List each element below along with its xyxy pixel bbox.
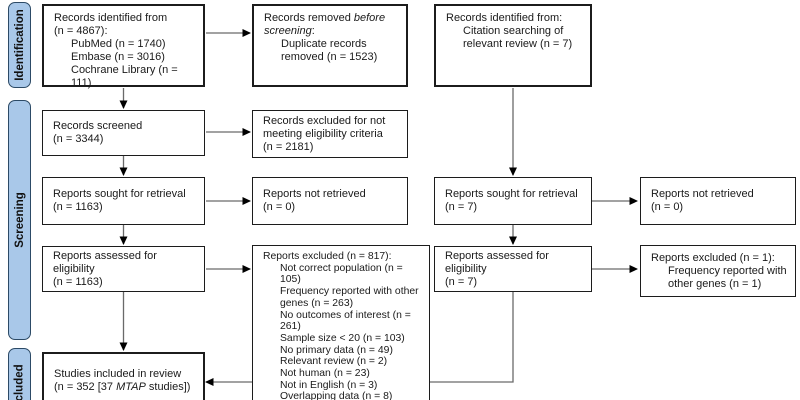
phase-label-included: Included [13, 364, 26, 400]
box-records-identified-citation: Records identified from: Citation search… [434, 4, 592, 87]
box-reports-not-retrieved-citation: Reports not retrieved (n = 0) [640, 177, 796, 225]
box-reports-excluded-citation: Reports excluded (n = 1): Frequency repo… [640, 245, 796, 297]
box-text: (n = 3344) [53, 133, 104, 145]
box-records-removed: Records removed before screening: Duplic… [252, 4, 408, 87]
phase-bar-identification: Identification [8, 2, 31, 88]
box-text: No outcomes of interest (n = 261) [280, 309, 411, 333]
box-text: Records screened [53, 120, 143, 132]
box-text: (n = 7) [445, 275, 478, 288]
phase-label-identification: Identification [13, 9, 26, 81]
box-text: Records identified from [54, 12, 168, 24]
box-text: Sample size < 20 (n = 103) [280, 332, 405, 344]
phase-bar-screening: Screening [8, 100, 31, 340]
box-reports-assessed-databases: Reports assessed for eligibility (n = 11… [42, 246, 205, 292]
phase-label-screening: Screening [13, 192, 26, 248]
box-reports-sought-citation: Reports sought for retrieval (n = 7) [434, 177, 592, 225]
box-text: (n = 2181) [263, 140, 314, 153]
box-records-excluded: Records excluded for not meeting eligibi… [252, 110, 408, 158]
box-text: Reports not retrieved [263, 188, 366, 200]
box-text: Reports excluded (n = 1): [651, 252, 775, 264]
box-text: Reports assessed for eligibility [445, 249, 549, 275]
box-text: (n = 0) [263, 201, 296, 213]
box-text: (n = 352 [37 MTAP studies]) [54, 381, 191, 393]
box-text: Cochrane Library (n = 111) [71, 64, 178, 89]
box-text: Reports excluded (n = 817): [263, 251, 392, 262]
box-text: Overlapping data (n = 8) [280, 391, 393, 400]
box-text: (n = 1163) [53, 275, 103, 288]
box-text: PubMed (n = 1740) [71, 38, 166, 50]
box-text: Reports assessed for eligibility [53, 249, 157, 275]
box-text: Reports not retrieved [651, 188, 754, 200]
box-text: Embase (n = 3016) [71, 51, 165, 63]
box-text: No primary data (n = 49) [280, 344, 393, 356]
box-text: Reports sought for retrieval [53, 188, 186, 200]
box-text: Not in English (n = 3) [280, 379, 378, 391]
box-text: Not human (n = 23) [280, 368, 370, 380]
box-text: Not correct population (n = 105) [280, 262, 403, 286]
box-records-identified-databases: Records identified from (n = 4867): PubM… [42, 4, 205, 89]
box-reports-sought-databases: Reports sought for retrieval (n = 1163) [42, 177, 205, 225]
box-text: Frequency reported with other genes (n =… [668, 265, 787, 290]
box-text: Studies included in review [54, 368, 182, 380]
box-text: (n = 1163) [53, 201, 103, 213]
box-text: (n = 4867): [54, 25, 108, 37]
box-text: Citation searching of relevant review (n… [463, 25, 573, 50]
phase-bar-included: Included [8, 348, 31, 400]
box-text: (n = 7) [445, 201, 478, 213]
box-text: Frequency reported with other genes (n =… [280, 286, 419, 309]
box-text: Duplicate records removed (n = 1523) [281, 38, 378, 63]
box-text: Records removed before screening: [264, 12, 386, 37]
box-text: (n = 0) [651, 201, 684, 213]
box-text: Records identified from: [446, 12, 563, 24]
box-text: Reports sought for retrieval [445, 188, 578, 200]
box-text: Relevant review (n = 2) [280, 356, 388, 368]
box-reports-assessed-citation: Reports assessed for eligibility (n = 7) [434, 246, 592, 292]
box-records-screened: Records screened (n = 3344) [42, 110, 205, 156]
box-reports-not-retrieved-databases: Reports not retrieved (n = 0) [252, 177, 408, 225]
box-text: Records excluded for not meeting eligibi… [263, 114, 386, 140]
box-studies-included: Studies included in review (n = 352 [37 … [42, 352, 205, 400]
box-reports-excluded-databases: Reports excluded (n = 817): Not correct … [252, 245, 430, 400]
